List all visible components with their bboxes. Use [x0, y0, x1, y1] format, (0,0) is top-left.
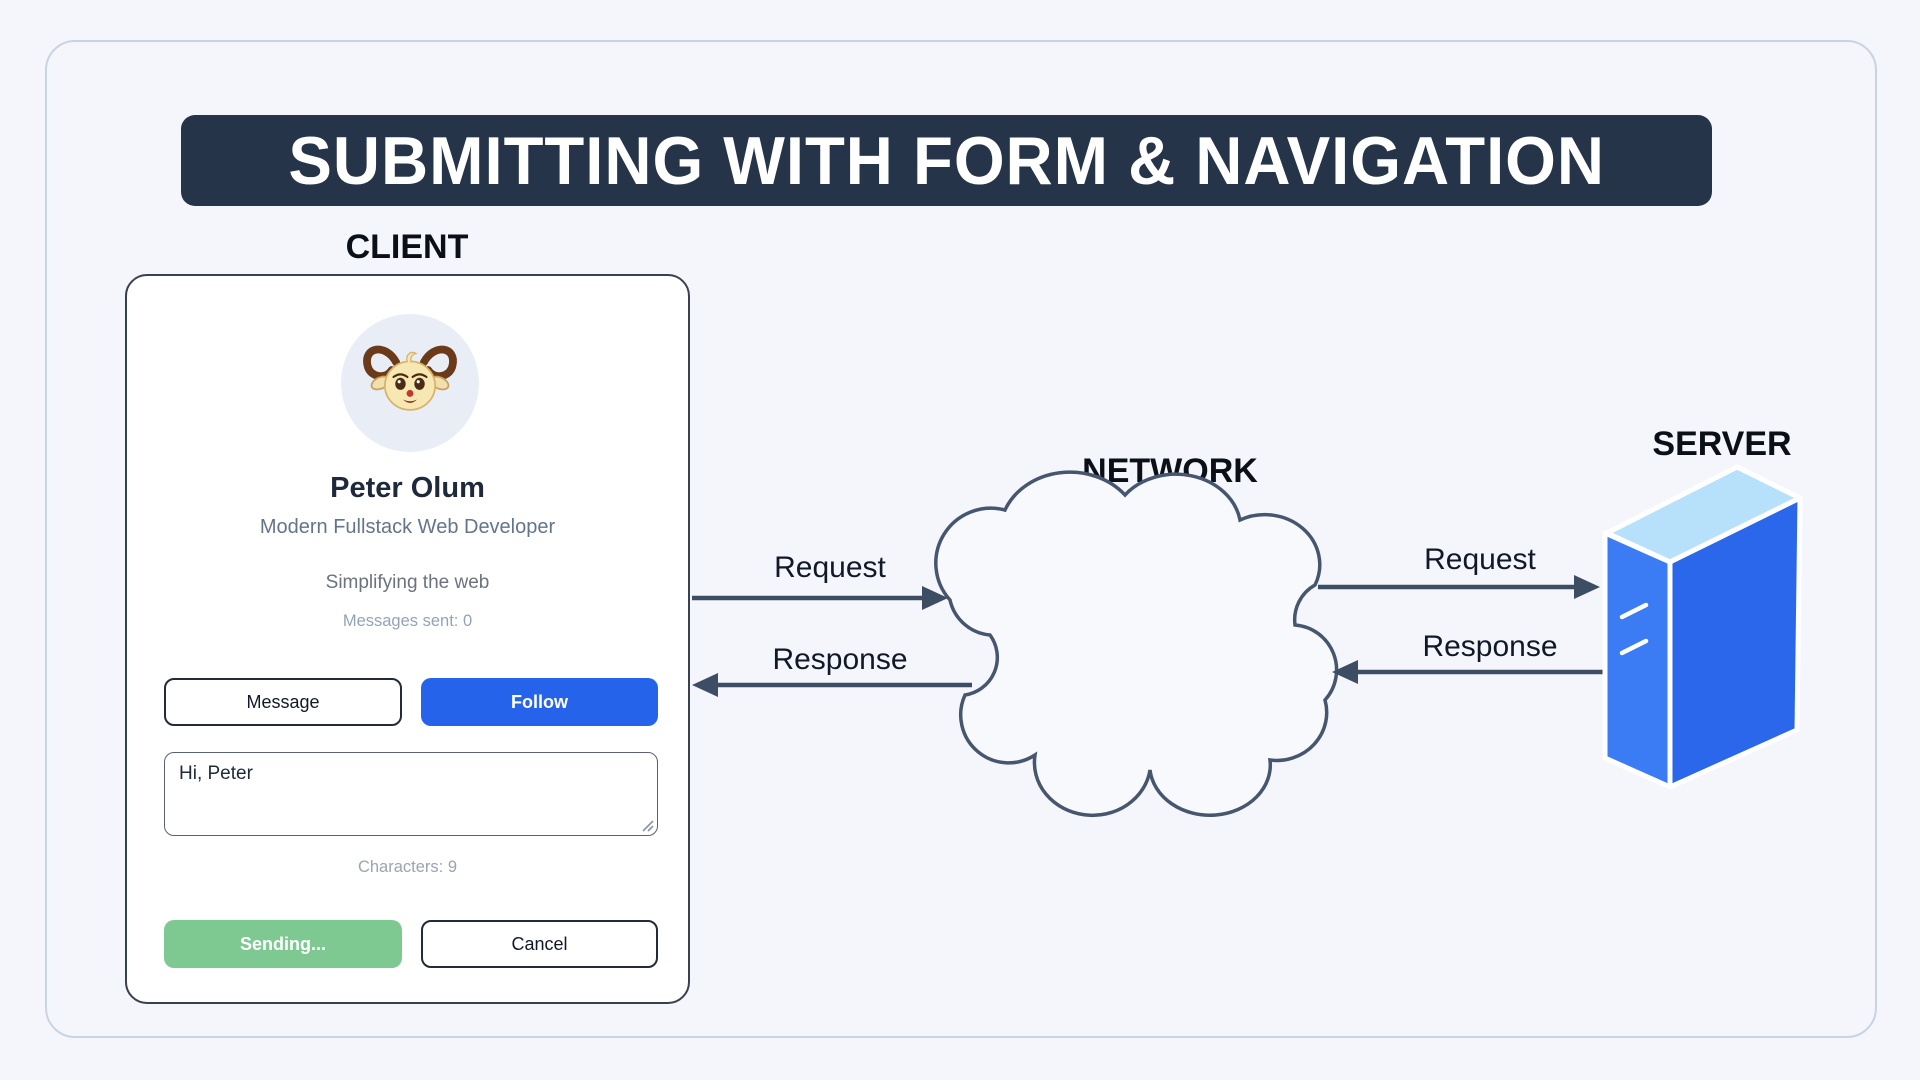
avatar [341, 314, 479, 452]
message-input[interactable]: Hi, Peter [164, 752, 658, 836]
sending-button[interactable]: Sending... [164, 920, 402, 968]
server-section-label: SERVER [1652, 425, 1792, 463]
server-request-label: Request [1424, 543, 1536, 576]
profile-bio: Simplifying the web [325, 572, 490, 593]
client-request-label: Request [774, 551, 886, 584]
profile-role: Modern Fullstack Web Developer [259, 516, 556, 538]
cancel-button[interactable]: Cancel [421, 920, 658, 968]
messages-sent-counter: Messages sent: 0 [342, 612, 473, 630]
message-button[interactable]: Message [164, 678, 402, 726]
character-counter: Characters: 9 [357, 858, 458, 876]
title-bar: SUBMITTING WITH FORM & NAVIGATION [181, 115, 1712, 206]
profile-name: Peter Olum [330, 472, 485, 504]
server-response-label: Response [1422, 630, 1558, 663]
client-section-label: CLIENT [345, 228, 469, 266]
goat-avatar-icon [363, 345, 457, 411]
diagram-frame [45, 40, 1877, 1038]
follow-button[interactable]: Follow [421, 678, 658, 726]
network-section-label: NETWORK [1082, 452, 1258, 490]
client-response-label: Response [772, 643, 908, 676]
client-profile-card: Peter Olum Modern Fullstack Web Develope… [125, 274, 690, 1004]
page-title: SUBMITTING WITH FORM & NAVIGATION [288, 122, 1605, 199]
